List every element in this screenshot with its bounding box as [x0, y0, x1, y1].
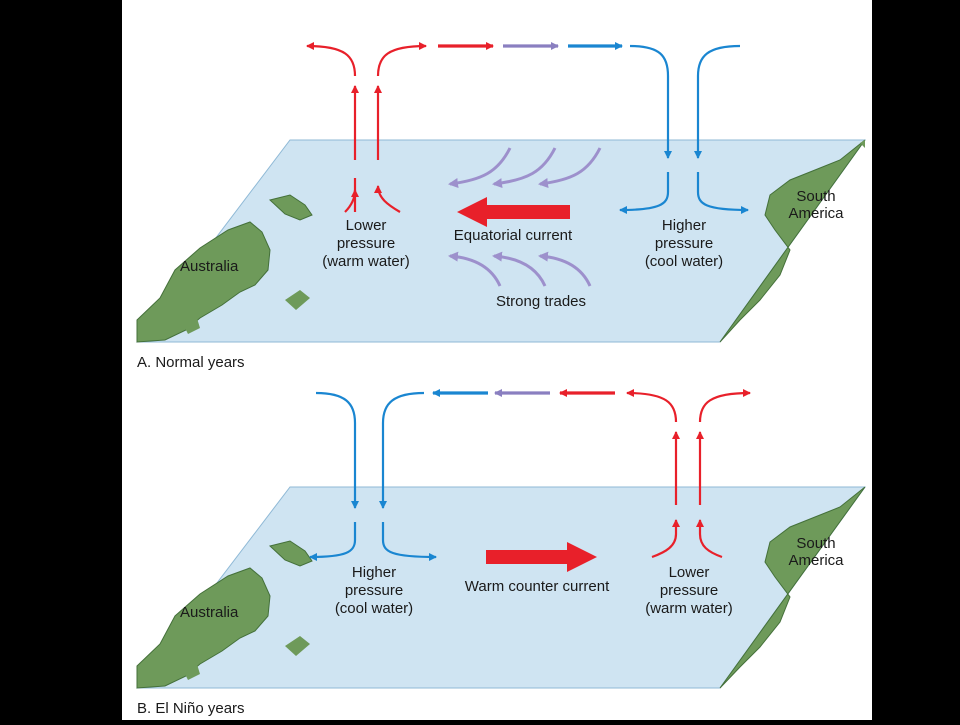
central-america-a	[860, 140, 865, 148]
trade-wind-arrow-a6	[538, 251, 592, 287]
sinking-air-arrow-a1	[629, 44, 672, 159]
island-a1	[182, 315, 200, 334]
diverge-east-a	[696, 172, 749, 214]
label-strong-trades: Strong trades	[496, 293, 586, 310]
label-warm-counter-current: Warm counter current	[465, 578, 610, 595]
trade-wind-arrow-a4	[448, 251, 502, 287]
label-south-america-b2: America	[788, 552, 844, 569]
south-america-land-b	[719, 486, 866, 689]
label-east-1: Higher	[662, 217, 706, 234]
converge-east-b	[696, 519, 723, 559]
caption-b: B. El Niño years	[137, 700, 245, 717]
outflow-east-b	[698, 389, 751, 423]
sinking-air-arrow-a2	[694, 44, 741, 159]
diverge-west-b	[309, 522, 357, 561]
label-south-america-b1: South	[796, 535, 835, 552]
label-australia-b: Australia	[180, 604, 239, 621]
label-east-b1: Lower	[669, 564, 710, 581]
trade-wind-arrow-a1	[448, 147, 512, 188]
outflow-west-a	[306, 42, 357, 77]
label-east-3: (cool water)	[645, 253, 723, 270]
warm-counter-current-arrow	[486, 542, 597, 572]
label-east-b2: pressure	[660, 582, 718, 599]
converge-west-a1	[344, 189, 359, 213]
australia-land-a	[136, 221, 271, 343]
panel-el-nino-years: Higher pressure (cool water) Lower press…	[135, 389, 866, 717]
island-a2	[285, 290, 310, 310]
diverge-east-b	[381, 522, 437, 561]
south-america-land-a	[719, 139, 866, 343]
outflow-east-a	[376, 42, 427, 77]
label-west-b1: Higher	[352, 564, 396, 581]
label-west-b3: (cool water)	[335, 600, 413, 617]
label-east-b3: (warm water)	[645, 600, 733, 617]
label-south-america-a1: South	[796, 188, 835, 205]
label-equatorial-current: Equatorial current	[454, 227, 573, 244]
label-west-3: (warm water)	[322, 253, 410, 270]
panel-normal-years: Lower pressure (warm water) Higher press…	[135, 42, 866, 371]
sinking-air-arrow-b1	[315, 391, 359, 509]
island-b1	[182, 661, 200, 680]
island-b2	[285, 636, 310, 656]
diverge-west-a	[619, 172, 670, 214]
label-south-america-a2: America	[788, 205, 844, 222]
equatorial-current-arrow	[457, 197, 570, 227]
label-west-b2: pressure	[345, 582, 403, 599]
trade-wind-arrow-a5	[492, 251, 547, 287]
converge-west-a2	[374, 185, 401, 213]
caption-a: A. Normal years	[137, 354, 245, 371]
new-guinea-land-a	[268, 194, 313, 221]
new-guinea-land-b	[268, 540, 313, 567]
label-west-2: pressure	[337, 235, 395, 252]
label-west-1: Lower	[346, 217, 387, 234]
converge-west-b	[651, 519, 680, 559]
australia-land-b	[136, 567, 271, 689]
outflow-west-b	[626, 389, 678, 423]
trade-wind-arrow-a3	[538, 147, 602, 188]
sinking-air-arrow-b2	[379, 391, 425, 509]
label-east-2: pressure	[655, 235, 713, 252]
trade-wind-arrow-a2	[492, 147, 557, 188]
label-australia-a: Australia	[180, 258, 239, 275]
